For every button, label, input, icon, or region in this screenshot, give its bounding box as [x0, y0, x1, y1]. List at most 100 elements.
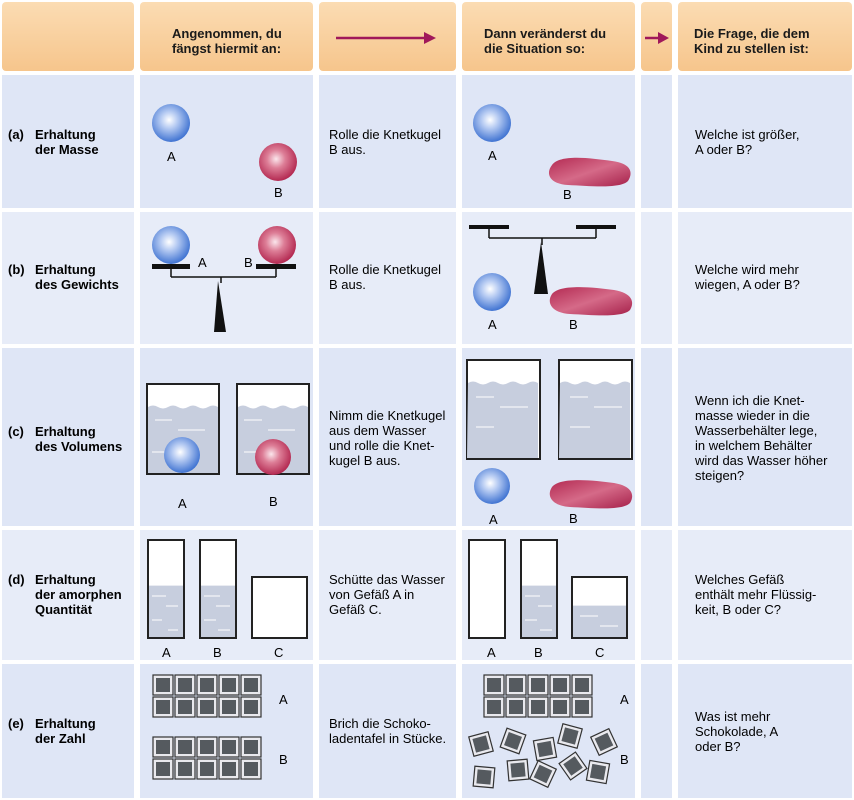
chocolate-bar-a-icon [505, 674, 527, 696]
chocolate-piece-icon [532, 736, 558, 762]
row-a-action-cell [319, 75, 456, 208]
chocolate-bar-a-icon [571, 696, 593, 718]
label-b: B [244, 255, 253, 270]
row-b-action-cell [319, 212, 456, 344]
chocolate-bar-a-icon [505, 696, 527, 718]
header-question-text: Die Frage, die dem Kind zu stellen ist: [694, 26, 810, 56]
chocolate-bar-b-icon [240, 736, 262, 758]
chocolate-bar-b-icon [152, 758, 174, 780]
row-c-title: Erhaltung des Volumens [35, 424, 123, 454]
wide-glass-c-icon [571, 576, 628, 639]
label-b: B [569, 317, 578, 332]
header-empty [2, 2, 134, 71]
label-a: A [178, 496, 187, 511]
chocolate-bar-b-icon [240, 758, 262, 780]
row-e-question: Was ist mehr Schokolade, A oder B? [695, 709, 779, 754]
header-start: Angenommen, du fängst hiermit an: [140, 2, 313, 71]
chocolate-piece-icon [506, 758, 530, 782]
header-start-text: Angenommen, du fängst hiermit an: [172, 26, 282, 56]
label-a: A [489, 512, 498, 527]
row-c-action-cell [319, 348, 456, 526]
chocolate-bar-b-icon [196, 758, 218, 780]
header-arrow-cell-1 [319, 2, 456, 71]
row-c-question-cell [678, 348, 852, 526]
chocolate-bar-a-icon [571, 674, 593, 696]
row-a-gap-cell [641, 75, 672, 208]
water-container-a-icon [466, 359, 541, 460]
row-b-label-cell [2, 212, 134, 344]
row-a-id: (a) [8, 127, 24, 142]
label-a: A [162, 645, 171, 660]
chocolate-bar-a-icon [196, 696, 218, 718]
row-b-title: Erhaltung des Gewichts [35, 262, 119, 292]
ball-a-icon [152, 226, 190, 264]
arrow-small-icon [645, 32, 669, 44]
chocolate-piece-icon [558, 751, 588, 781]
row-a-question-cell [678, 75, 852, 208]
row-d-gap-cell [641, 530, 672, 660]
row-a-title: Erhaltung der Masse [35, 127, 99, 157]
row-a-question: Welche ist größer, A oder B? [695, 127, 800, 157]
chocolate-bar-a-icon [240, 696, 262, 718]
row-e-title: Erhaltung der Zahl [35, 716, 96, 746]
label-b: B [534, 645, 543, 660]
chocolate-bar-a-icon [196, 674, 218, 696]
chocolate-bar-b-icon [174, 736, 196, 758]
chocolate-bar-a-icon [152, 674, 174, 696]
row-c-gap-cell [641, 348, 672, 526]
chocolate-bar-a-icon [174, 696, 196, 718]
chocolate-piece-icon [585, 759, 611, 785]
row-c-question: Wenn ich die Knet- masse wieder in die W… [695, 393, 828, 483]
tall-glass-a-icon [468, 539, 506, 639]
ball-b-icon [258, 226, 296, 264]
header-question: Die Frage, die dem Kind zu stellen ist: [678, 2, 852, 71]
row-a-action: Rolle die Knetkugel B aus. [329, 127, 442, 157]
row-e-label-cell [2, 664, 134, 798]
label-a: A [620, 692, 629, 707]
label-a: A [488, 148, 497, 163]
row-d-question-cell [678, 530, 852, 660]
chocolate-piece-icon [528, 759, 558, 789]
row-e-action-cell [319, 664, 456, 798]
ball-a-icon [473, 273, 511, 311]
row-e-question-cell [678, 664, 852, 798]
row-d-label-cell [2, 530, 134, 660]
chocolate-bar-a-icon [483, 674, 505, 696]
row-c-action: Nimm die Knetkugel aus dem Wasser und ro… [329, 408, 446, 468]
tall-glass-b-icon [199, 539, 237, 639]
rolled-clay-b-icon [549, 480, 633, 509]
label-a: A [198, 255, 207, 270]
arrow-icon [336, 32, 436, 44]
label-b: B [213, 645, 222, 660]
ball-b-icon [259, 143, 297, 181]
row-e-gap-cell [641, 664, 672, 798]
balance-scale-tilted-icon [469, 225, 616, 294]
label-b: B [269, 494, 278, 509]
label-a: A [488, 317, 497, 332]
balance-scale-icon [152, 264, 296, 332]
tall-glass-b-icon [520, 539, 558, 639]
water-container-b-icon [558, 359, 633, 460]
label-b: B [563, 187, 572, 202]
chocolate-bar-a-icon [240, 674, 262, 696]
row-b-id: (b) [8, 262, 25, 277]
chocolate-bar-a-icon [152, 696, 174, 718]
row-d-question: Welches Gefäß enthält mehr Flüssig- keit… [695, 572, 817, 617]
chocolate-bar-a-icon [527, 674, 549, 696]
label-b: B [569, 511, 578, 526]
row-d-action: Schütte das Wasser von Gefäß A in Gefäß … [329, 572, 445, 617]
chocolate-bar-b-icon [218, 736, 240, 758]
row-d-action-cell [319, 530, 456, 660]
header-arrow-cell-2 [641, 2, 672, 71]
chocolate-piece-icon [589, 727, 619, 757]
ball-a-icon [473, 104, 511, 142]
chocolate-bar-a-icon [174, 674, 196, 696]
chocolate-bar-a-icon [218, 696, 240, 718]
chocolate-bar-b-icon [174, 758, 196, 780]
chocolate-piece-icon [499, 727, 527, 755]
row-e-action: Brich die Schoko- ladentafel in Stücke. [329, 716, 447, 746]
row-e-id: (e) [8, 716, 24, 731]
chocolate-bar-a-icon [218, 674, 240, 696]
